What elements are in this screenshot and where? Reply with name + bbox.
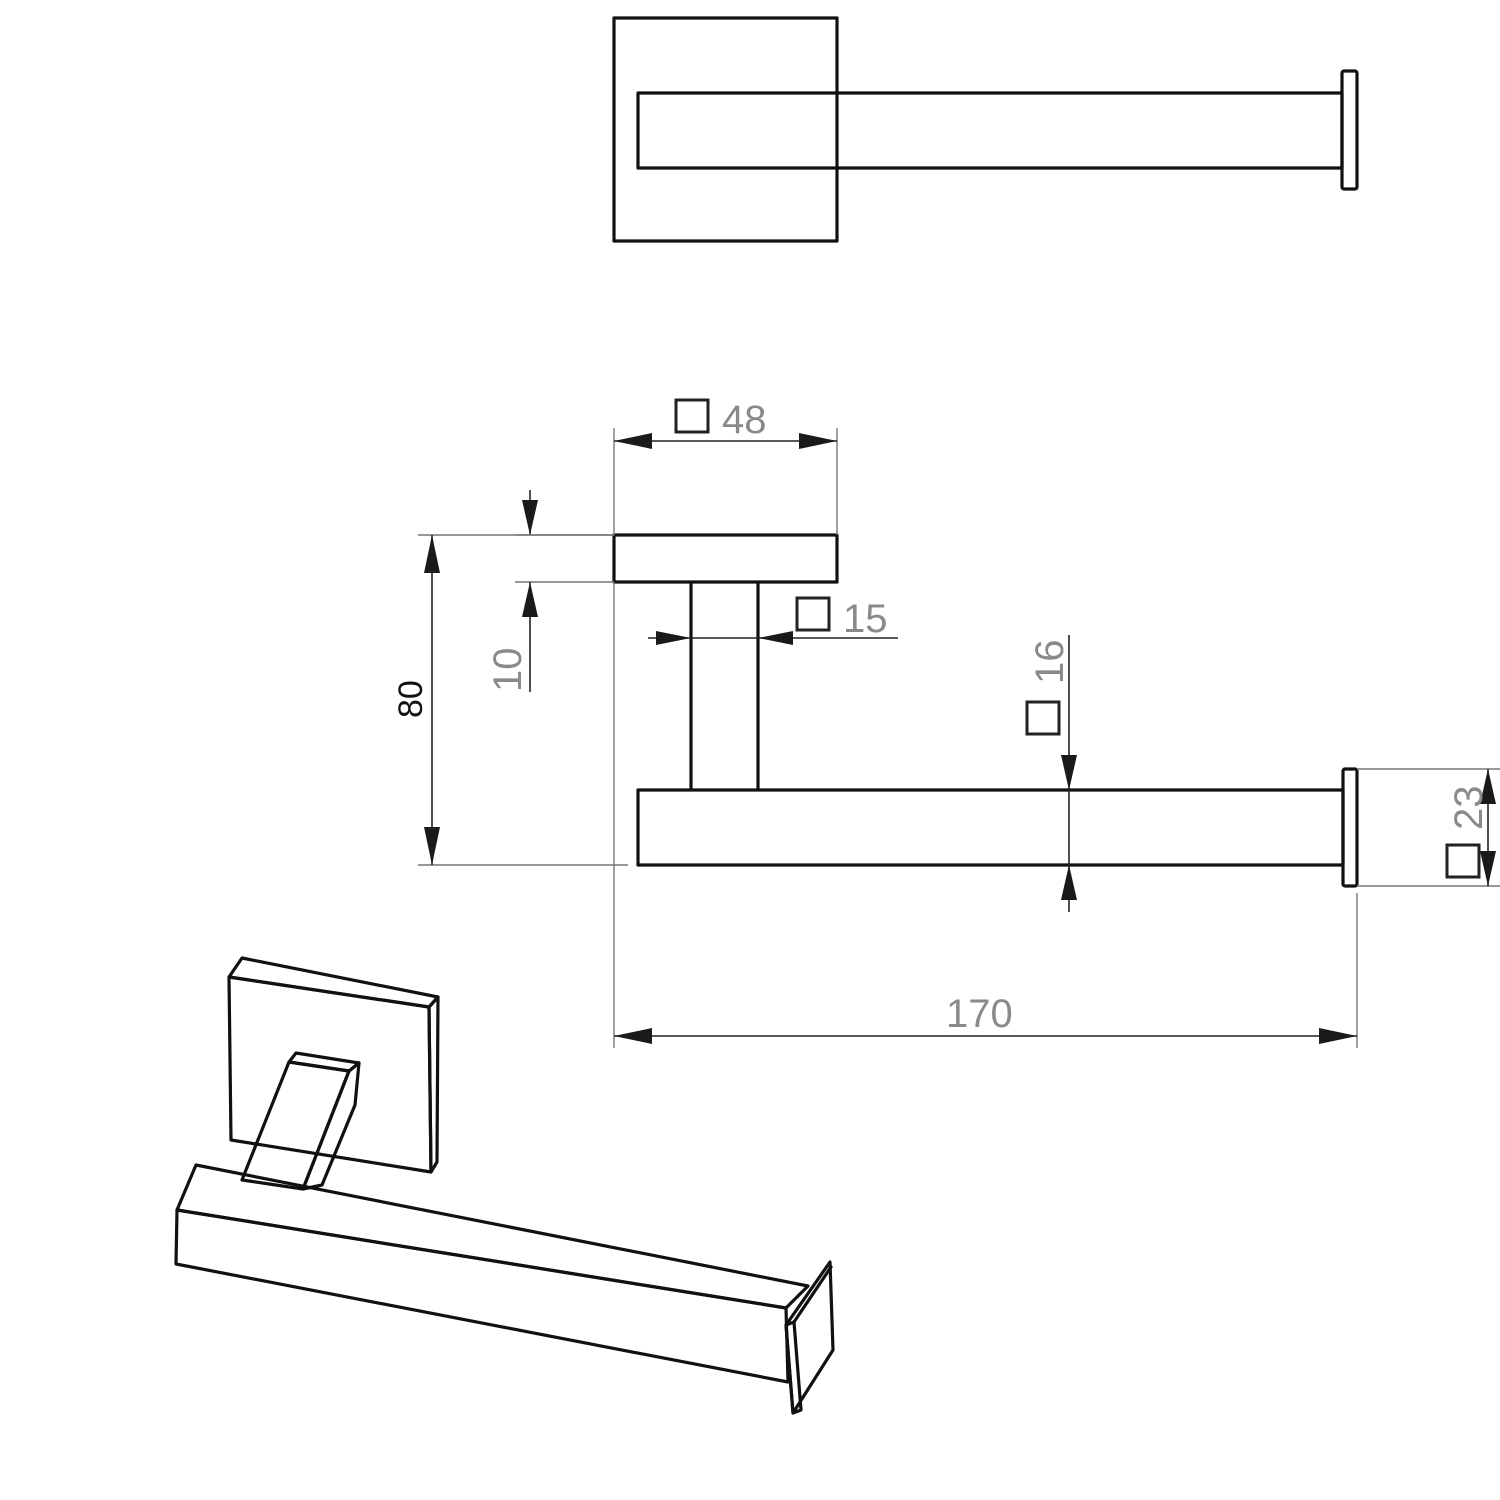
front-view-bar — [636, 788, 1345, 867]
dimension-15: 15 — [648, 596, 898, 645]
arrow-10-top — [522, 500, 538, 535]
iso-post-side — [301, 1061, 361, 1191]
dimension-text-23: 23 — [1447, 786, 1491, 831]
arrow-15-left — [656, 631, 691, 645]
isometric-view — [174, 956, 835, 1415]
top-view-base-plate — [612, 16, 839, 243]
iso-bar-top — [175, 1163, 810, 1310]
top-view — [612, 16, 1359, 243]
dimension-text-10: 10 — [486, 648, 530, 693]
dimension-80: 80 — [392, 534, 628, 866]
dimension-text-48: 48 — [722, 398, 767, 442]
arrow-48-right — [799, 433, 837, 449]
dimension-text-80: 80 — [392, 680, 430, 718]
arrow-170-right — [1319, 1028, 1357, 1044]
front-view — [612, 533, 1359, 888]
arrow-48-left — [614, 433, 652, 449]
arrow-23-top — [1480, 769, 1496, 804]
square-section-icon — [1445, 843, 1481, 879]
dimension-16: 16 — [1025, 635, 1077, 912]
arrow-10-bottom — [522, 582, 538, 617]
top-view-end-cap — [1340, 69, 1359, 191]
arrow-15-right — [758, 631, 793, 645]
arrow-16-bottom — [1061, 865, 1077, 900]
iso-end-cap-rim — [792, 1265, 833, 1324]
arrow-23-bottom — [1480, 851, 1496, 886]
arrow-80-bottom — [424, 827, 440, 865]
square-section-icon — [674, 398, 710, 434]
dimension-23: 23 — [1357, 768, 1500, 887]
dimension-48: 48 — [613, 398, 838, 535]
arrow-16-top — [1061, 755, 1077, 790]
dimension-170: 170 — [613, 582, 1358, 1048]
iso-base-plate-front — [227, 975, 433, 1174]
iso-base-plate-side — [427, 995, 440, 1174]
dimension-text-15: 15 — [843, 597, 888, 641]
top-view-bar — [636, 91, 1344, 170]
dimension-10: 10 — [486, 490, 614, 692]
iso-post-front — [240, 1060, 351, 1191]
iso-end-cap-edge — [784, 1320, 803, 1415]
dimension-text-16: 16 — [1028, 640, 1072, 685]
square-section-icon — [795, 596, 831, 632]
front-view-end-cap — [1341, 767, 1359, 888]
front-view-base-plate — [612, 533, 839, 584]
arrow-170-left — [614, 1028, 652, 1044]
dimension-text-170: 170 — [946, 992, 1013, 1036]
arrow-80-top — [424, 535, 440, 573]
square-section-icon — [1025, 700, 1061, 736]
iso-bar-front — [174, 1208, 790, 1384]
